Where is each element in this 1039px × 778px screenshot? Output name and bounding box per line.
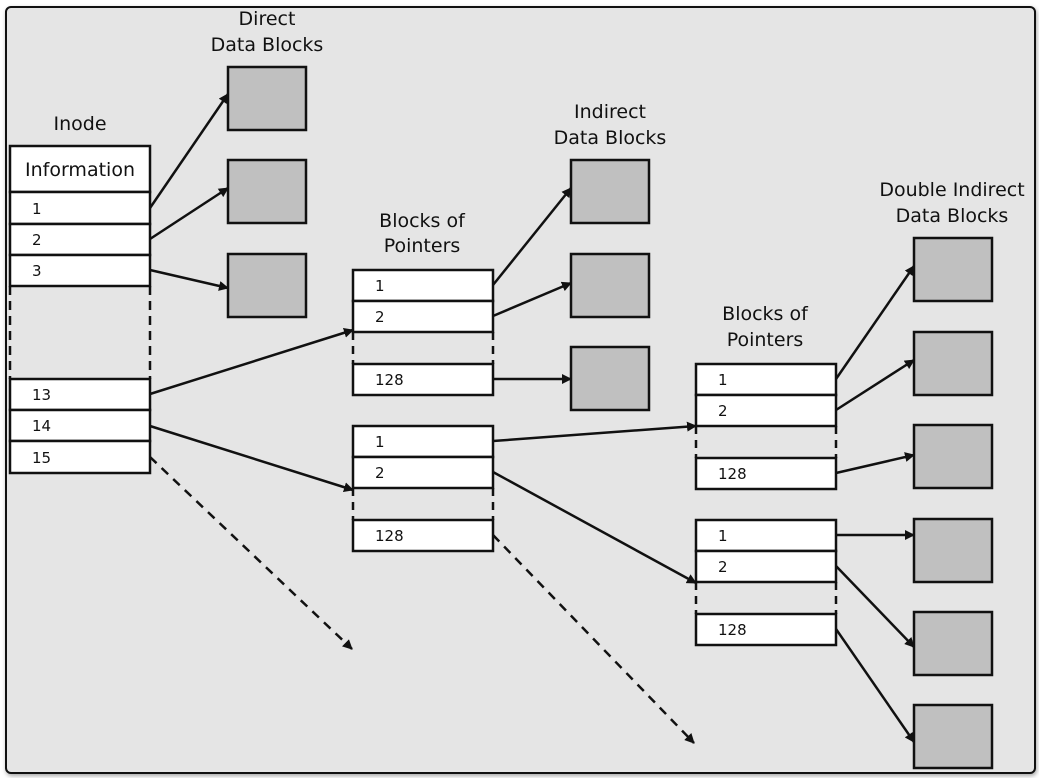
arrow (834, 265, 916, 380)
data-block (226, 252, 308, 319)
data-block (912, 236, 994, 303)
indirect-label-line1: Indirect (574, 101, 646, 123)
inode-info-cell (8, 144, 152, 194)
data-block (912, 610, 994, 677)
dashed-arrows (149, 456, 695, 744)
inode-entry-1 (8, 190, 152, 226)
data-block (569, 158, 651, 225)
arrow (835, 565, 915, 648)
arrow (492, 470, 697, 585)
pointer-entry-label: 1 (718, 371, 728, 389)
pointers2-label-line1: Blocks of (722, 303, 809, 325)
diagram-frame: Direct Data Blocks Inode Indirect Data B… (5, 6, 1036, 774)
pointer-entry-label: 1 (375, 277, 385, 295)
data-block (912, 423, 994, 490)
arrow (835, 358, 915, 412)
arrow (492, 281, 572, 318)
arrow (149, 327, 354, 396)
inode-entry-label: 14 (32, 417, 51, 435)
pointers1-label-line2: Pointers (384, 235, 461, 257)
arrow (492, 421, 697, 443)
data-block (912, 703, 994, 770)
arrow (148, 93, 230, 209)
pointer-entry-label: 2 (718, 402, 728, 420)
arrow (835, 452, 915, 475)
inode-entry-label: 1 (32, 200, 42, 218)
pointer-entry-label: 2 (718, 558, 728, 576)
pointer-entry-label: 128 (718, 621, 747, 639)
data-block (912, 330, 994, 397)
direct-label-line1: Direct (239, 8, 296, 30)
pointer-block-double-level2a: 1 2 128 (694, 362, 838, 491)
inode-entry-label: 3 (32, 262, 42, 280)
inode-entry-label: 13 (32, 386, 51, 404)
pointer-entry-label: 2 (375, 308, 385, 326)
pointer-entry-label: 2 (375, 464, 385, 482)
arrow-dashed (492, 534, 695, 744)
double-indirect-label-line2: Data Blocks (896, 205, 1009, 227)
inode-gap (8, 286, 152, 379)
inode-entry-15 (8, 439, 152, 475)
double-indirect-data-blocks (912, 236, 994, 770)
arrow (834, 628, 916, 743)
arrow (492, 187, 572, 286)
data-block (569, 252, 651, 319)
pointer-entry-label: 128 (375, 371, 404, 389)
double-indirect-label-line1: Double Indirect (879, 179, 1024, 201)
arrow (149, 186, 229, 241)
data-block (226, 158, 308, 225)
indirect-label-line2: Data Blocks (554, 127, 667, 149)
inode-entry-14 (8, 408, 152, 443)
inode-info-text: Information (25, 159, 135, 181)
data-block (569, 345, 651, 412)
pointer-entry-label: 128 (375, 527, 404, 545)
pointers1-label-line1: Blocks of (379, 210, 466, 232)
inode-entry-label: 2 (32, 231, 42, 249)
inode-table (8, 144, 152, 475)
inode-entry-3 (8, 253, 152, 288)
inode-diagram: Direct Data Blocks Inode Indirect Data B… (8, 8, 1025, 770)
pointer-block-indirect: 1 2 128 (351, 268, 495, 397)
pointer-entry-label: 1 (375, 433, 385, 451)
pointer-arrows (148, 93, 916, 743)
indirect-data-blocks (569, 158, 651, 412)
direct-label-line2: Data Blocks (211, 34, 324, 56)
pointer-entry-label: 128 (718, 465, 747, 483)
data-block (226, 65, 308, 132)
inode-label: Inode (53, 113, 106, 135)
pointer-entry-label: 1 (718, 527, 728, 545)
arrow (149, 268, 229, 291)
arrow-dashed (149, 456, 353, 650)
pointers2-label-line2: Pointers (727, 329, 804, 351)
direct-data-blocks (226, 65, 308, 319)
pointer-block-double-level2b: 1 2 128 (694, 518, 838, 647)
pointer-block-double-level1: 1 2 128 (351, 424, 495, 553)
data-block (912, 517, 994, 584)
arrow (149, 424, 354, 493)
inode-entry-2 (8, 222, 152, 257)
inode-entry-label: 15 (32, 449, 51, 467)
inode-entry-13 (8, 377, 152, 412)
